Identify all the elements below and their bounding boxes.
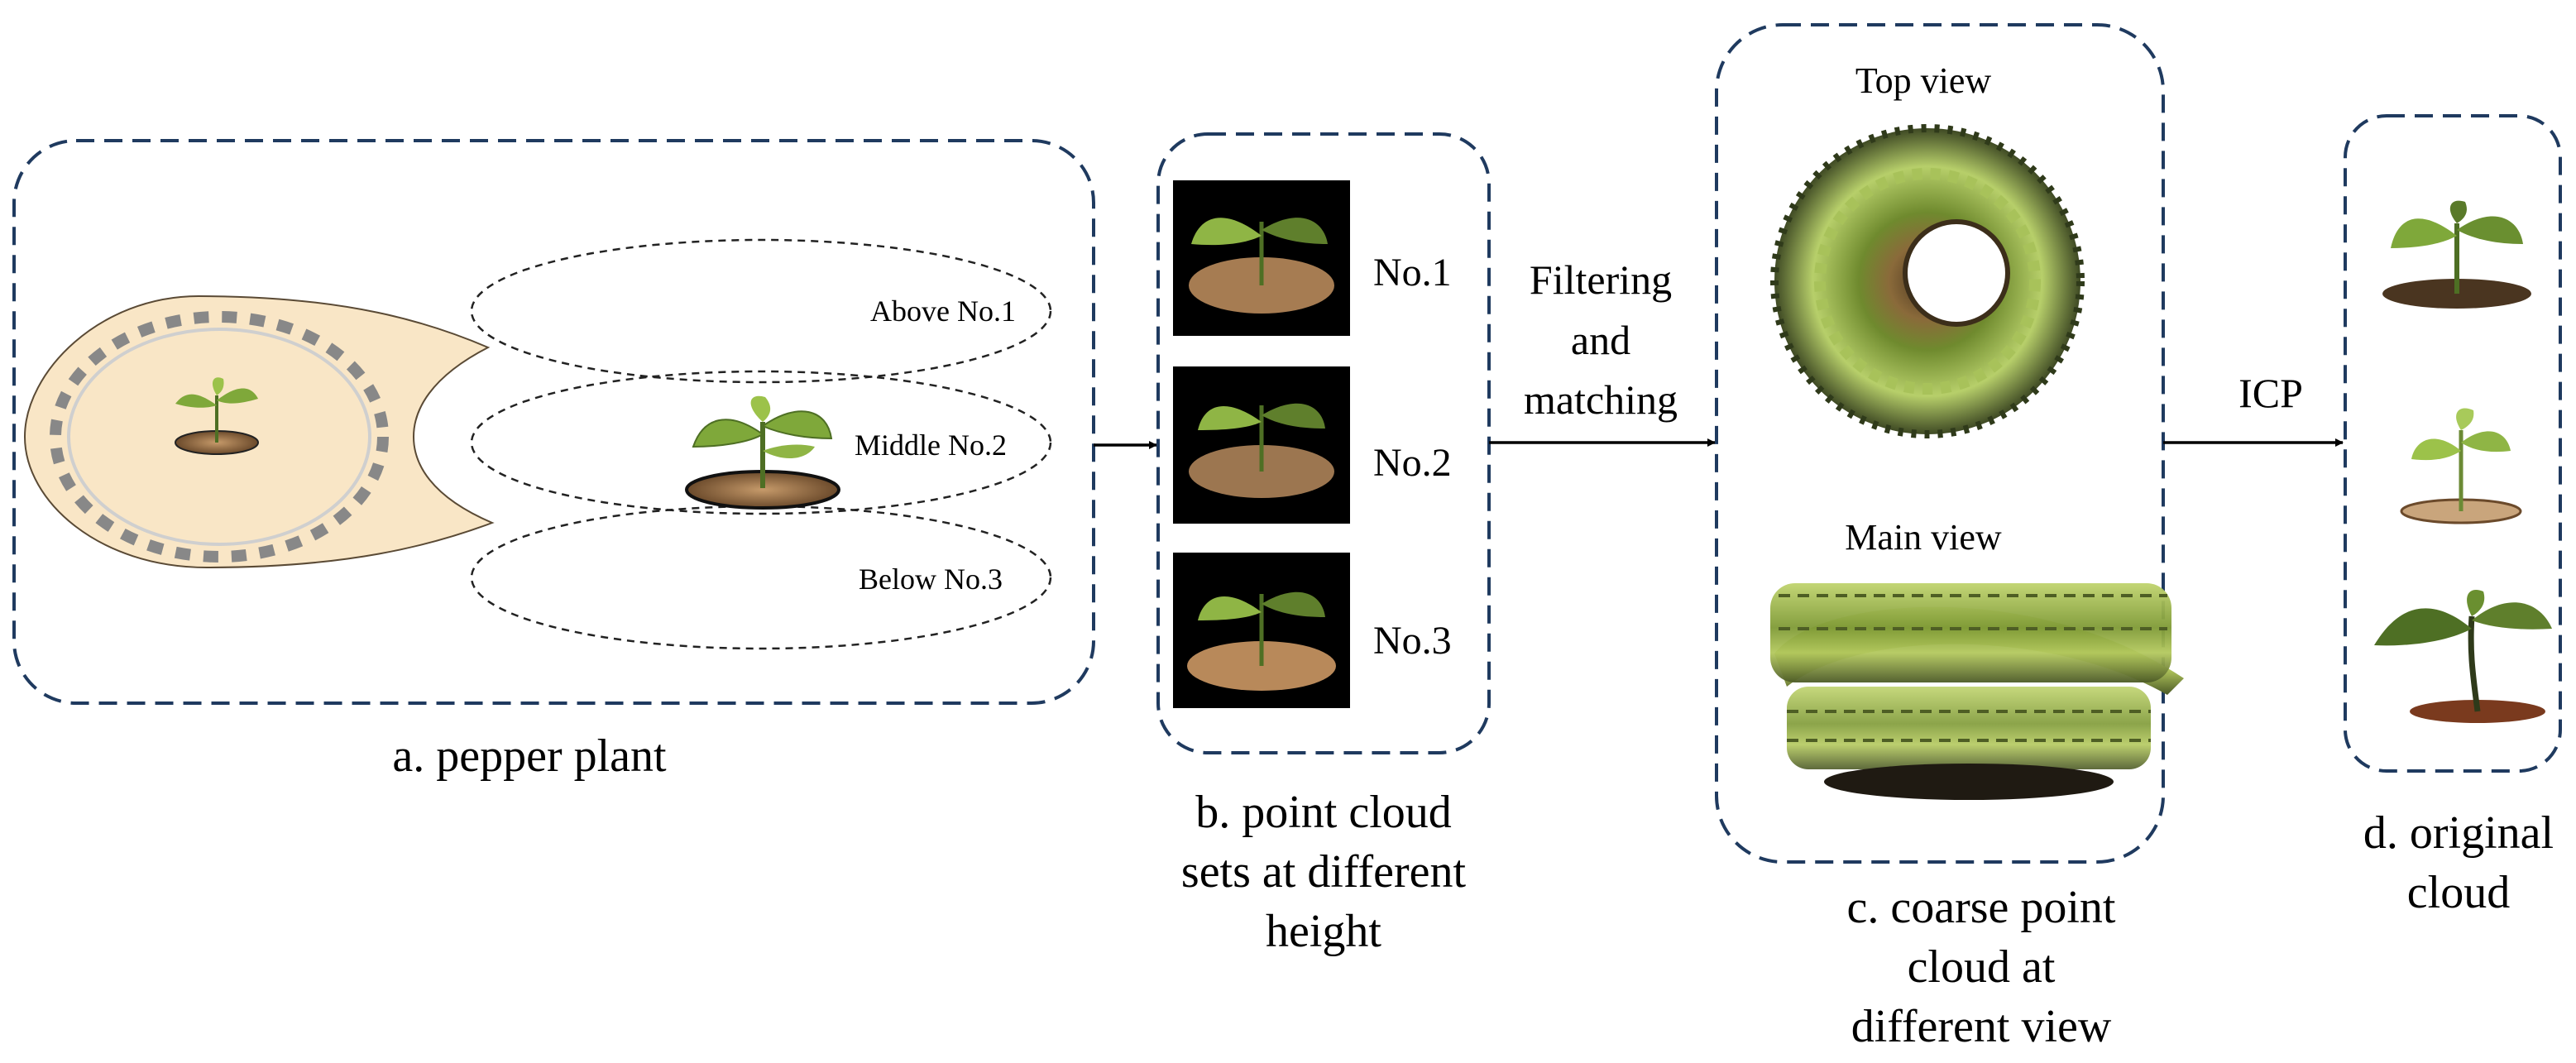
camera-rig-callout (23, 294, 495, 569)
panel-b-caption-line-1: b. point cloud (1195, 787, 1452, 838)
original-cloud-plant-3 (2374, 590, 2552, 723)
panel-d-caption-line-2: cloud (2407, 867, 2510, 918)
thumb-label-2: No.2 (1373, 441, 1452, 485)
panel-c-caption-line-2: cloud at (1908, 941, 2056, 993)
panel-c-caption-line-1: c. coarse point (1847, 882, 2116, 933)
top-view-label: Top view (1855, 60, 1992, 101)
panel-a-caption: a. pepper plant (392, 730, 667, 782)
panel-a-frame (12, 139, 1095, 705)
panel-d-caption-line-1: d. original (2363, 807, 2554, 859)
icp-label: ICP (2238, 370, 2303, 416)
panel-b: No.1 No.2 No.3 b. point cloud sets at di… (1156, 132, 1491, 957)
level-label-above: Above No.1 (870, 294, 1016, 328)
above-level-ellipse (470, 238, 1052, 384)
thumb-label-1: No.1 (1373, 251, 1452, 294)
main-view-cloud (1770, 583, 2184, 800)
thumb-label-3: No.3 (1373, 619, 1452, 663)
top-view-cloud (1770, 124, 2085, 438)
pepper-plant-icon (685, 395, 840, 510)
panel-c: Top view Main view c. coarse point cloud… (1715, 23, 2184, 1052)
original-cloud-plant-1 (2382, 200, 2531, 309)
main-view-label: Main view (1845, 517, 2002, 558)
filtering-label-line-1: Filtering (1530, 256, 1672, 303)
point-cloud-thumb-2 (1173, 366, 1350, 524)
panel-d: d. original cloud (2344, 114, 2562, 918)
original-cloud-plant-2 (2400, 408, 2522, 524)
panel-d-frame (2344, 114, 2562, 773)
panel-a: Above No.1 Middle No.2 Below No.3 a. pep… (12, 139, 1095, 782)
level-label-middle: Middle No.2 (855, 429, 1007, 462)
panel-c-caption-line-3: different view (1851, 1001, 2112, 1052)
panel-b-caption-line-2: sets at different (1181, 846, 1467, 898)
panel-b-caption-line-3: height (1266, 906, 1381, 957)
middle-level-ellipse (470, 370, 1052, 515)
filtering-label-line-3: matching (1524, 376, 1678, 423)
camera-ring-inner (67, 328, 371, 546)
point-cloud-thumb-3 (1173, 553, 1350, 708)
level-label-below: Below No.3 (859, 563, 1003, 596)
camera-ring (50, 311, 389, 563)
rig-plant-icon (175, 377, 259, 455)
filtering-label-line-2: and (1571, 317, 1630, 363)
point-cloud-thumb-1 (1173, 180, 1350, 336)
